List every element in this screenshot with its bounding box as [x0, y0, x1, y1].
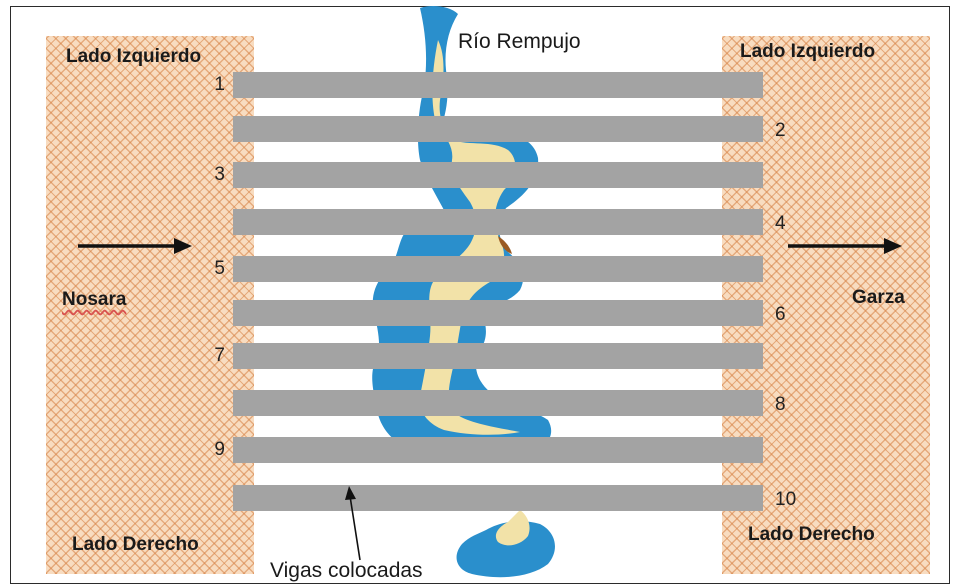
- right-bank-top-label: Lado Izquierdo: [740, 41, 876, 62]
- beam: [233, 485, 763, 511]
- beam-number: 4: [775, 213, 786, 234]
- left-bank-bottom-label: Lado Derecho: [72, 534, 199, 555]
- pointer-arrow-icon: [345, 486, 361, 561]
- beam: [233, 390, 763, 416]
- beam-number: 10: [775, 489, 797, 510]
- left-bank-area: [46, 36, 254, 574]
- beam-number: 6: [775, 304, 786, 325]
- beam: [233, 256, 763, 282]
- destination-label: Garza: [852, 287, 905, 308]
- beam: [233, 162, 763, 188]
- beam-number: 9: [214, 439, 225, 460]
- diagram-frame: [10, 6, 950, 584]
- right-bank-bottom-label: Lado Derecho: [748, 524, 875, 545]
- beam: [233, 437, 763, 463]
- beam: [233, 72, 763, 98]
- arrow-right-icon: [78, 238, 192, 254]
- beam-number: 7: [214, 345, 225, 366]
- river-bank-mark: [498, 236, 512, 254]
- river-name: Río Rempujo: [458, 30, 581, 53]
- origin-label: Nosara: [62, 289, 127, 310]
- left-bank-top-label: Lado Izquierdo: [66, 46, 202, 67]
- beam: [233, 209, 763, 235]
- beam-number: 8: [775, 394, 786, 415]
- beam: [233, 116, 763, 142]
- river-water-bottom: [456, 521, 555, 578]
- beam: [233, 343, 763, 369]
- beam-number: 5: [214, 258, 225, 279]
- river-sand-bottom: [495, 510, 530, 546]
- beam: [233, 300, 763, 326]
- beam-number: 3: [214, 164, 225, 185]
- right-bank-area: [722, 36, 930, 574]
- beam-number: 1: [214, 74, 225, 95]
- beam-number: 2: [775, 120, 786, 141]
- river-sand: [419, 40, 520, 435]
- arrow-right-icon: [788, 238, 902, 254]
- beams-caption: Vigas colocadas: [270, 559, 423, 582]
